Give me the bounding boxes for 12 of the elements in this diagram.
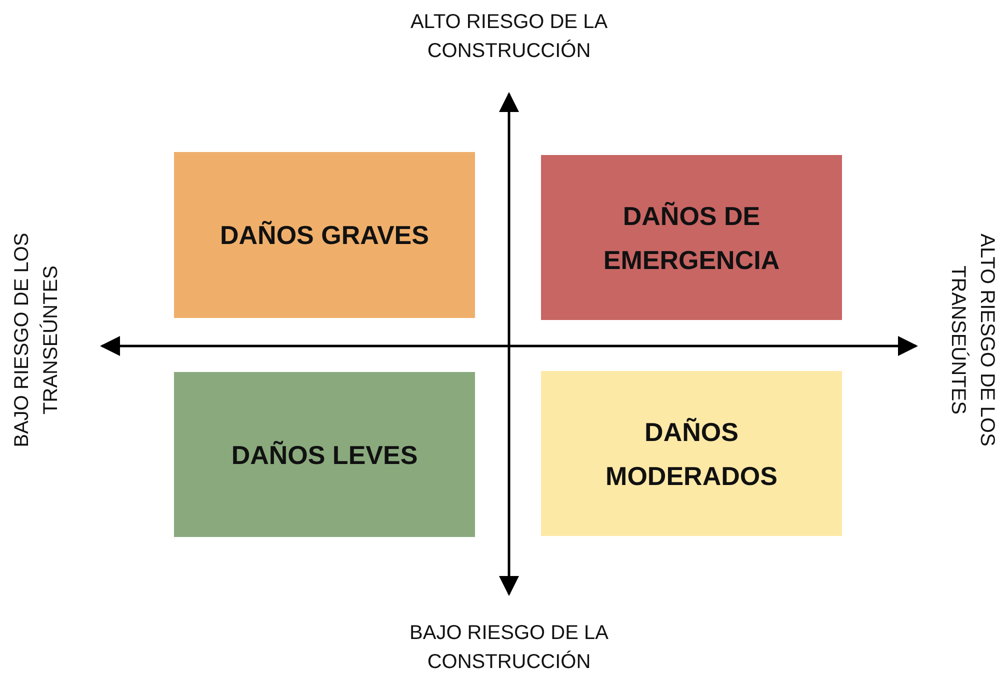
quadrant-box [174, 372, 475, 537]
quadrant-title: DAÑOS LEVES [230, 438, 419, 472]
axis-label: ALTO RIESGO DE LA CONSTRUCCIÓN [409, 10, 609, 64]
quadrant-title: DAÑOS MODERADOS [604, 416, 778, 492]
quadrant-title: DAÑOS DE EMERGENCIA [602, 200, 781, 276]
quadrant-box [541, 155, 842, 320]
axis-label: BAJO RIESGO DE LOS TRANSEÚNTES [10, 232, 63, 450]
quadrant-title: DAÑOS GRAVES [219, 219, 430, 252]
axis-label: ALTO RIESGO DE LOS TRANSEÚNTES [946, 232, 999, 448]
axis-label: BAJO RIESGO DE LA CONSTRUCCIÓN [408, 621, 610, 673]
quadrant-box [541, 371, 842, 536]
quadrant-box [174, 152, 475, 318]
